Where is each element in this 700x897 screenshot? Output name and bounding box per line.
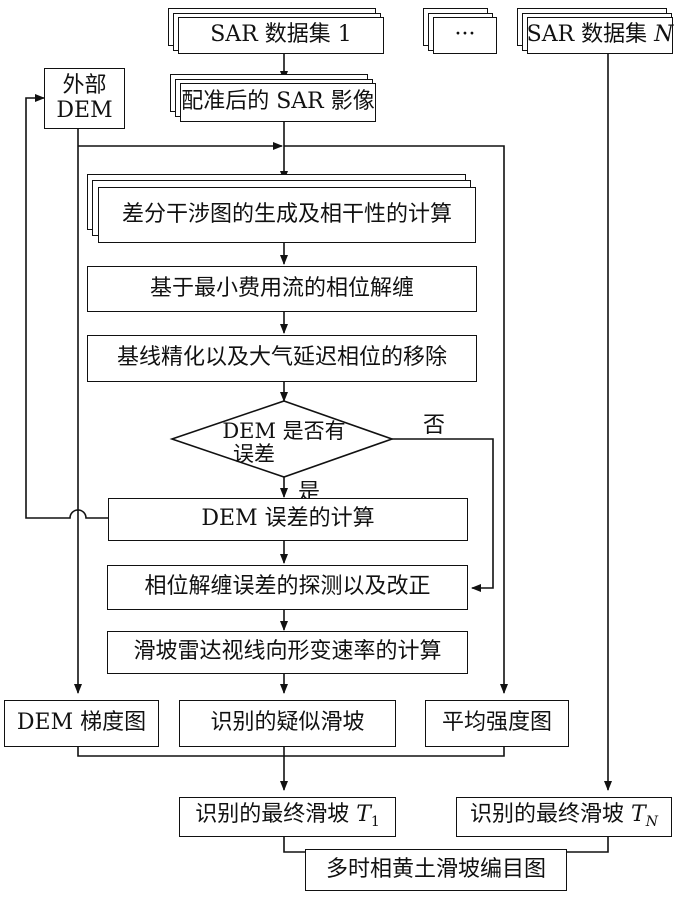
deformation-velocity: 滑坡雷达视线向形变速率的计算 — [107, 631, 468, 674]
suspected-landslides: 识别的疑似滑坡 — [179, 700, 396, 747]
edge-dem-error-feedback — [25, 94, 108, 519]
sar-dataset-1: SAR 数据集 1 — [178, 17, 384, 54]
final-tn-var: T — [631, 802, 646, 828]
edge-label-no: 否 — [423, 413, 446, 438]
registered-sar-label: 配准后的 SAR 影像 — [181, 89, 375, 115]
edge-no — [392, 438, 494, 592]
final-tn-sub: N — [645, 814, 658, 831]
unwrap-error-correction: 相位解缠误差的探测以及改正 — [107, 565, 468, 610]
mean-intensity-map: 平均强度图 — [425, 700, 569, 747]
dem-gradient-map: DEM 梯度图 — [4, 700, 159, 747]
landslide-inventory-map: 多时相黄土滑坡编目图 — [305, 849, 567, 891]
sar-dataset-n-prefix: SAR 数据集 — [526, 22, 655, 48]
decision-dem-error: DEM 是否有 误差 — [204, 419, 364, 466]
mean-intensity-label: 平均强度图 — [441, 710, 552, 736]
phase-unwrapping-label: 基于最小费用流的相位解缠 — [149, 275, 414, 301]
inventory-label: 多时相黄土滑坡编目图 — [325, 856, 546, 882]
suspected-label: 识别的疑似滑坡 — [210, 710, 365, 736]
external-dem-line2: DEM — [56, 97, 113, 123]
final-t1-sub: 1 — [370, 814, 380, 831]
sar-dataset-n-label: SAR 数据集 N — [527, 23, 674, 47]
external-dem-line1: 外部 — [62, 73, 107, 99]
final-t1-label: 识别的最终滑坡 T1 — [195, 803, 380, 830]
final-landslides-t1: 识别的最终滑坡 T1 — [179, 797, 396, 837]
final-t1-prefix: 识别的最终滑坡 — [195, 802, 357, 828]
sar-dataset-ellipsis: ··· — [433, 17, 497, 54]
dem-error-calculation: DEM 误差的计算 — [108, 498, 468, 541]
interferogram-label: 差分干涉图的生成及相干性的计算 — [121, 201, 452, 227]
baseline-refinement: 基线精化以及大气延迟相位的移除 — [87, 335, 477, 382]
unwrap-error-label: 相位解缠误差的探测以及改正 — [144, 574, 431, 600]
registered-sar-images: 配准后的 SAR 影像 — [180, 83, 376, 122]
sar-dataset-1-label: SAR 数据集 1 — [210, 22, 352, 48]
phase-unwrapping: 基于最小费用流的相位解缠 — [87, 266, 477, 312]
sar-dataset-n: SAR 数据集 N — [527, 17, 673, 54]
final-t1-var: T — [356, 802, 371, 828]
final-landslides-tn: 识别的最终滑坡 TN — [456, 797, 672, 837]
interferogram-generation: 差分干涉图的生成及相干性的计算 — [98, 187, 476, 243]
final-tn-label: 识别的最终滑坡 TN — [470, 803, 658, 830]
edge-to-mean-intensity — [284, 145, 508, 694]
dem-gradient-label: DEM 梯度图 — [16, 710, 147, 736]
baseline-label: 基线精化以及大气延迟相位的移除 — [116, 345, 447, 371]
external-dem: 外部 DEM — [44, 68, 125, 129]
sar-dataset-n-var: N — [654, 22, 674, 48]
decision-line1: DEM 是否有 — [222, 419, 346, 443]
velocity-label: 滑坡雷达视线向形变速率的计算 — [133, 639, 442, 665]
final-tn-prefix: 识别的最终滑坡 — [470, 802, 632, 828]
ellipsis-label: ··· — [454, 22, 476, 48]
dem-error-label: DEM 误差的计算 — [201, 506, 375, 532]
decision-line2: 误差 — [233, 442, 275, 467]
edge-merge-t1 — [77, 746, 505, 757]
